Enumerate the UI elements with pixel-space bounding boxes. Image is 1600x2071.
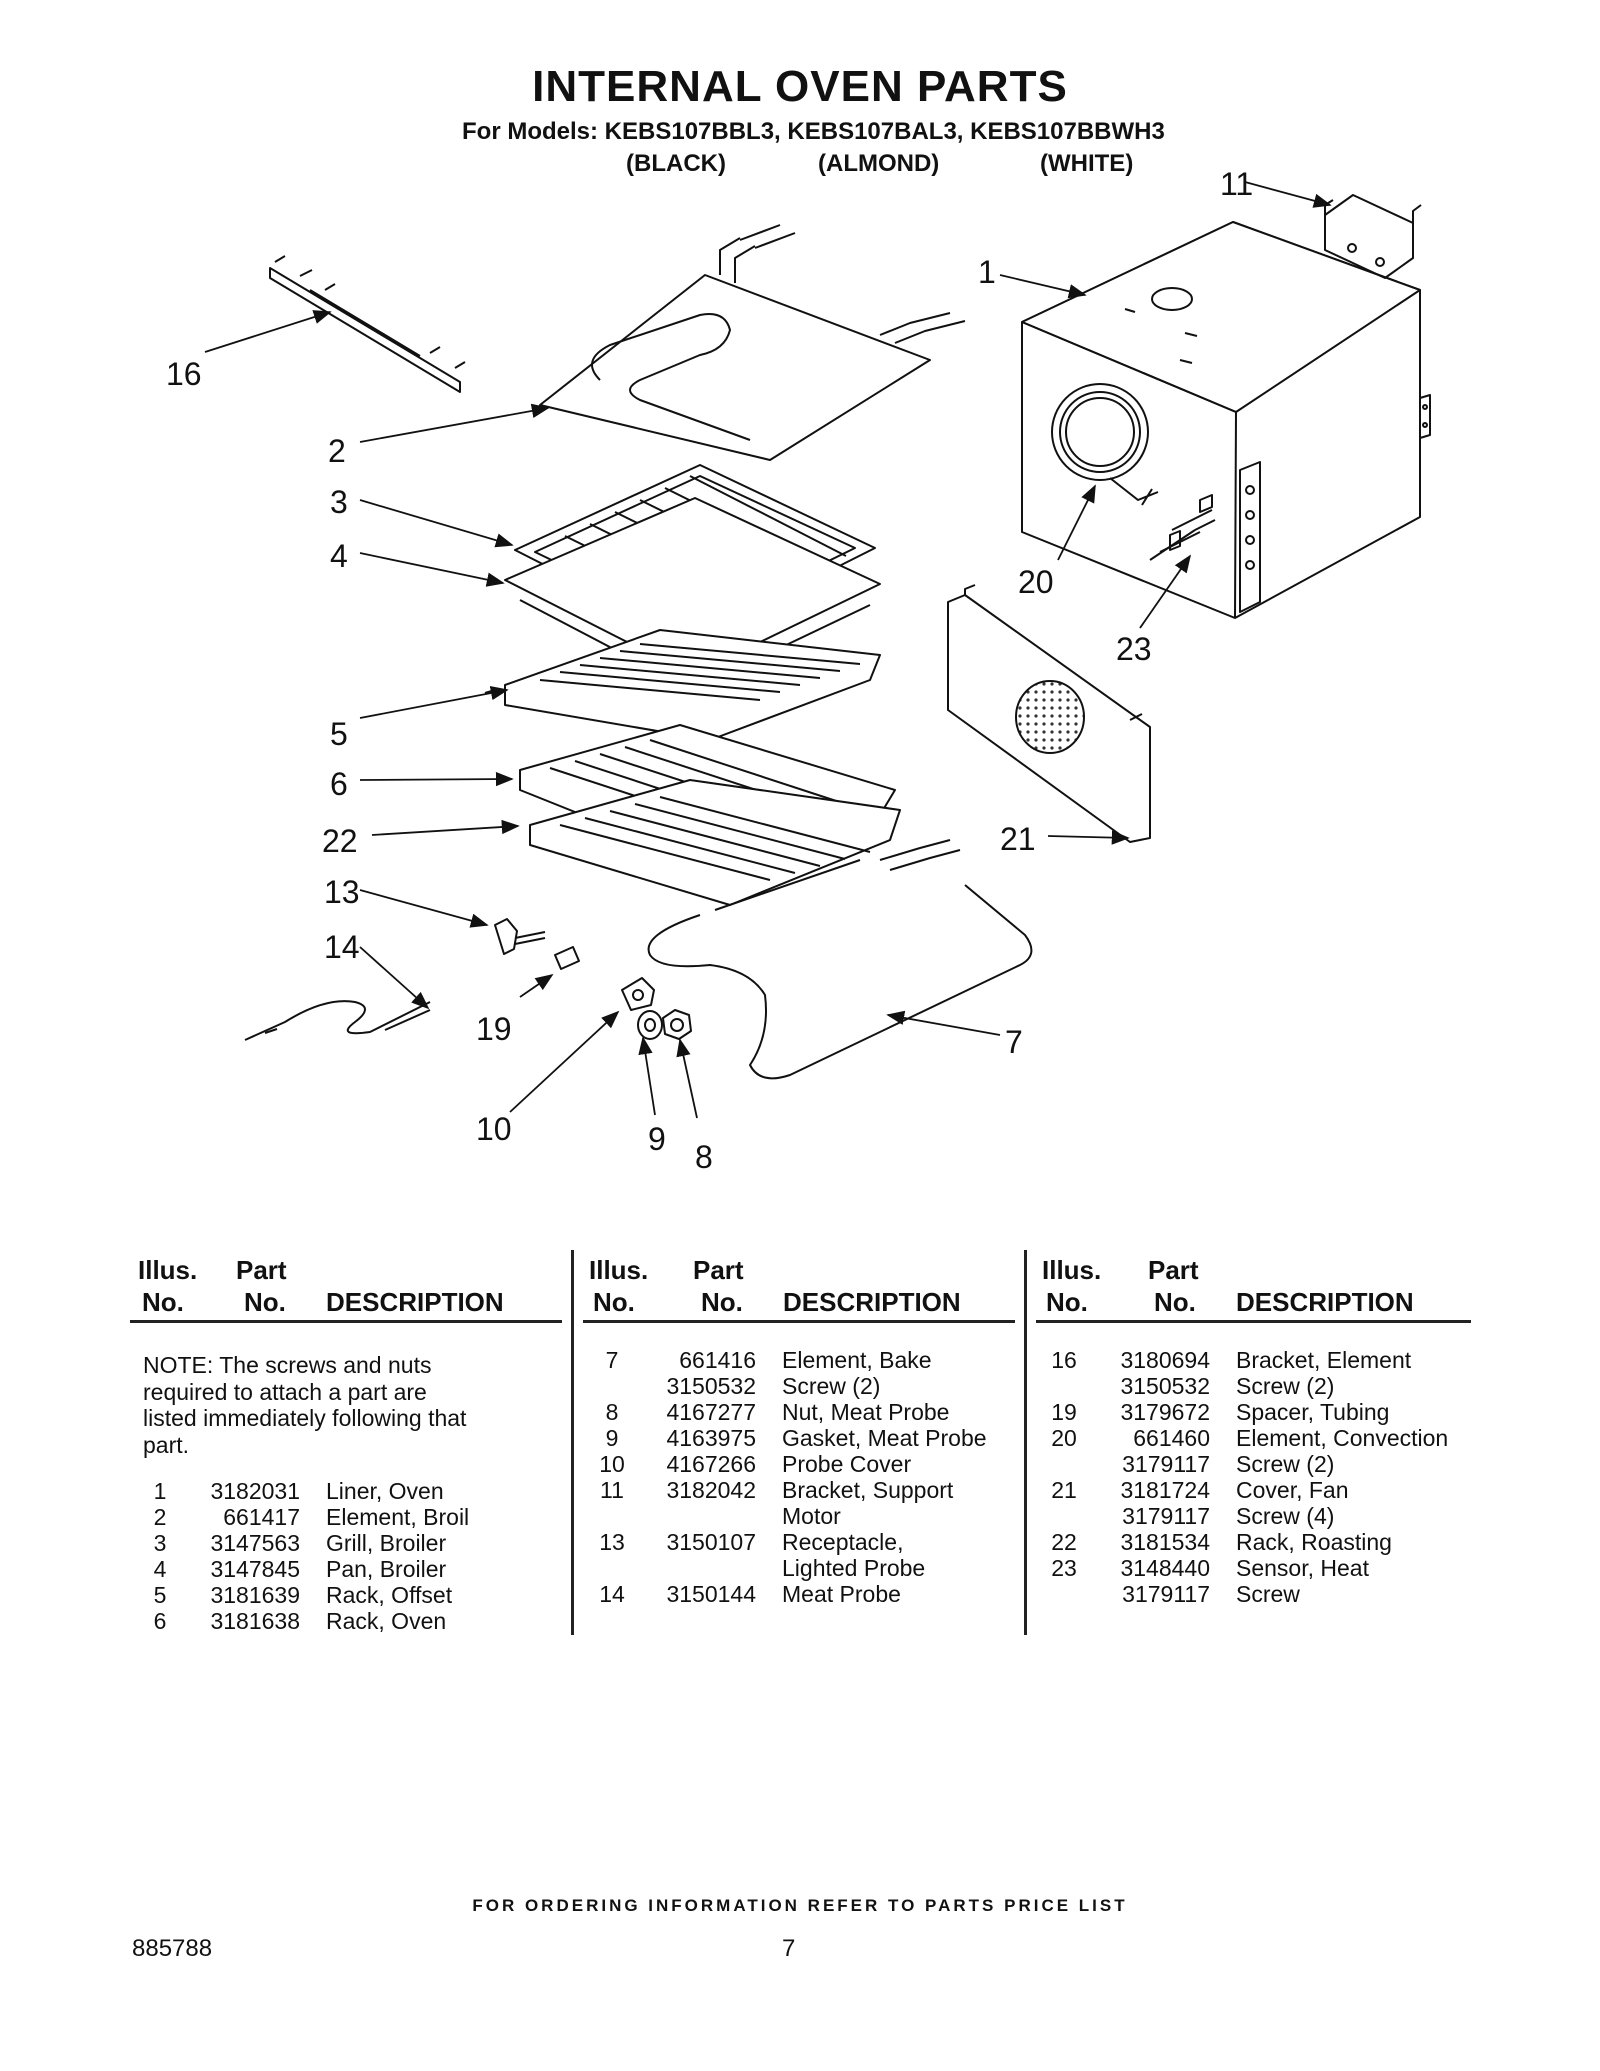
- callout-23: 23: [1116, 631, 1152, 667]
- column-divider: [571, 1250, 574, 1635]
- callout-20: 20: [1018, 564, 1054, 600]
- callout-10: 10: [476, 1111, 512, 1147]
- probe-receptacle-part: [494, 918, 546, 955]
- bake-element-part: [647, 839, 1033, 1080]
- header-rule: [130, 1320, 562, 1323]
- callout-11: 11: [1220, 166, 1253, 202]
- offset-rack-part: [484, 629, 881, 741]
- callout-14: 14: [324, 929, 360, 965]
- heat-sensor-part: [1149, 519, 1216, 561]
- callout-numbers: 1 2 3 4 5 6 7 8 9 10 11 13 14 16 19 20 2…: [166, 166, 1253, 1175]
- callout-6: 6: [330, 766, 348, 802]
- probe-nut-part: [662, 1009, 692, 1040]
- callout-7: 7: [1005, 1024, 1023, 1060]
- probe-cover-part: [621, 977, 655, 1011]
- callout-3: 3: [330, 484, 348, 520]
- table-note: NOTE: The screws and nuts required to at…: [143, 1352, 467, 1458]
- color-black: (BLACK): [626, 150, 726, 177]
- callout-13: 13: [324, 874, 360, 910]
- callout-2: 2: [328, 433, 346, 469]
- header-description: DESCRIPTION: [1236, 1287, 1414, 1317]
- spacer-tubing-part: [554, 946, 580, 970]
- header-description: DESCRIPTION: [783, 1287, 961, 1317]
- callout-22: 22: [322, 823, 358, 859]
- header-illus: Illus.: [138, 1255, 198, 1285]
- callout-19: 19: [476, 1011, 512, 1047]
- convection-element-part: [1065, 397, 1135, 467]
- callout-9: 9: [648, 1121, 666, 1157]
- header-description: DESCRIPTION: [326, 1287, 504, 1317]
- document-number: 885788: [132, 1935, 213, 1962]
- roasting-rack-part: [529, 779, 901, 906]
- header-part: Part: [1148, 1255, 1199, 1285]
- ordering-info: FOR ORDERING INFORMATION REFER TO PARTS …: [472, 1896, 1128, 1915]
- probe-gasket-part: [637, 1010, 663, 1040]
- header-part: Part: [693, 1255, 744, 1285]
- fan-cover-part: [947, 584, 1151, 843]
- callout-5: 5: [330, 716, 348, 752]
- header-part-no: No.: [1154, 1287, 1196, 1317]
- color-white: (WHITE): [1040, 150, 1134, 177]
- callout-1: 1: [978, 254, 996, 290]
- header-part-no: No.: [701, 1287, 743, 1317]
- callout-4: 4: [330, 538, 348, 574]
- exploded-parts-diagram: 1 2 3 4 5 6 7 8 9 10 11 13 14 16 19 20 2…: [166, 166, 1431, 1175]
- color-almond: (ALMOND): [818, 150, 940, 177]
- models-line: For Models: KEBS107BBL3, KEBS107BAL3, KE…: [462, 118, 1165, 145]
- header-illus: Illus.: [1042, 1255, 1102, 1285]
- header-rule: [1036, 1320, 1471, 1323]
- header-illus-no: No.: [593, 1287, 635, 1317]
- oven-liner-part: [1021, 221, 1431, 619]
- callout-16: 16: [166, 356, 202, 392]
- header-illus: Illus.: [589, 1255, 649, 1285]
- page-title: INTERNAL OVEN PARTS: [532, 62, 1068, 111]
- header-rule: [583, 1320, 1015, 1323]
- header-part-no: No.: [244, 1287, 286, 1317]
- callout-21: 21: [1000, 821, 1036, 857]
- header-part: Part: [236, 1255, 287, 1285]
- column-divider: [1024, 1250, 1027, 1635]
- header-illus-no: No.: [142, 1287, 184, 1317]
- element-bracket-part: [269, 255, 466, 393]
- leader-lines: [204, 181, 1332, 1119]
- meat-probe-part: [244, 1000, 431, 1041]
- broil-element-part: [539, 224, 966, 461]
- callout-8: 8: [695, 1139, 713, 1175]
- page-number: 7: [782, 1935, 796, 1962]
- header-illus-no: No.: [1046, 1287, 1088, 1317]
